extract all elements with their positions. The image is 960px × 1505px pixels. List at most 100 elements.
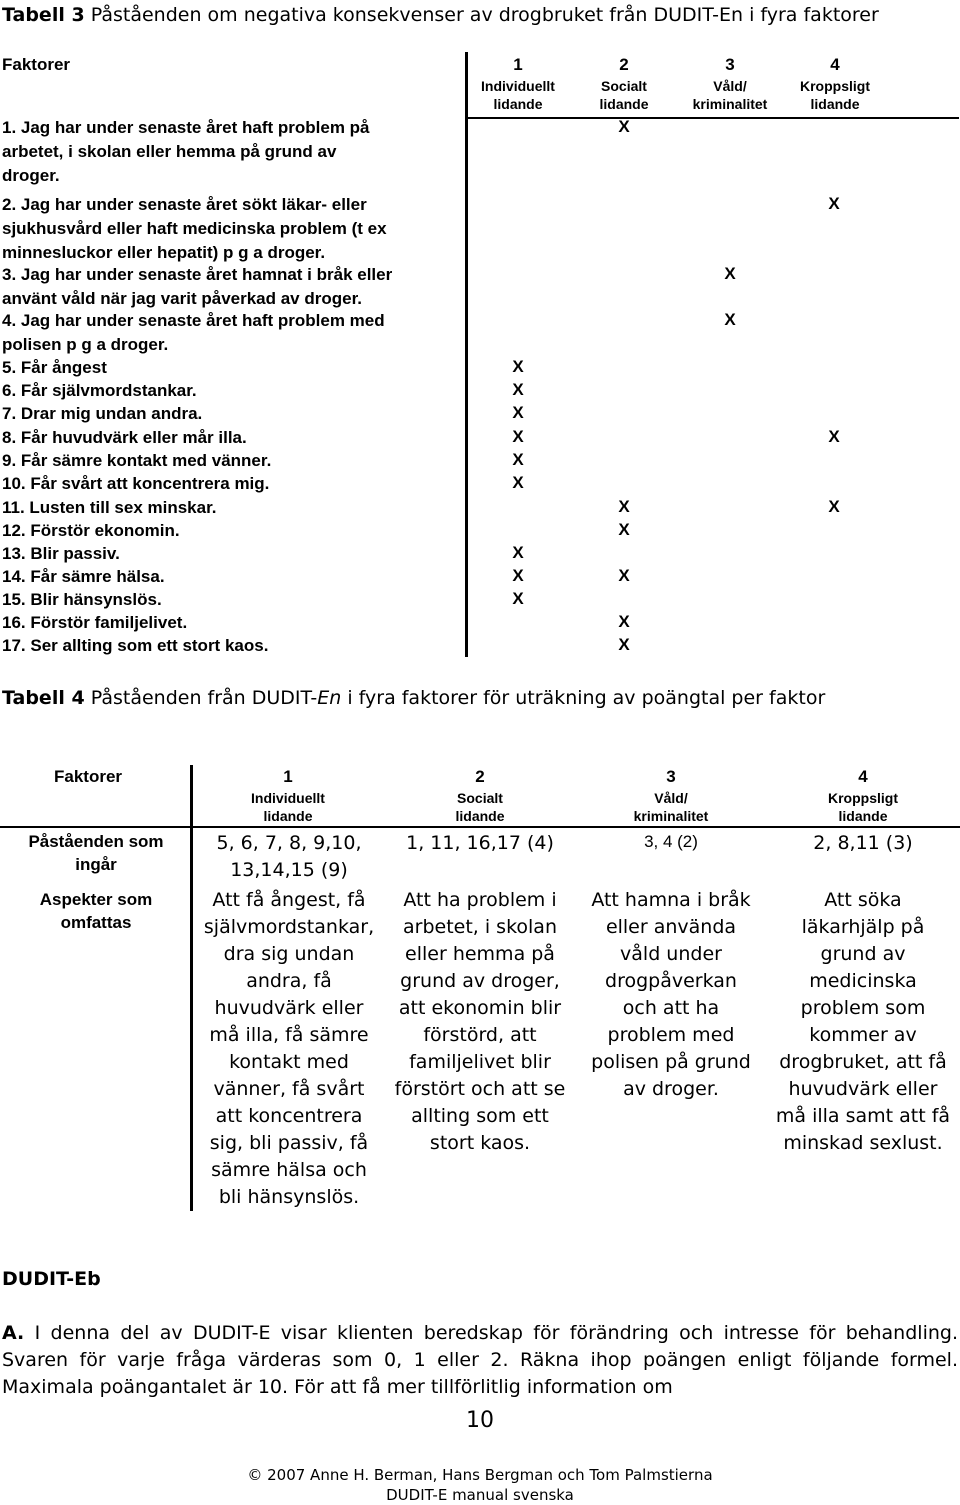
- table4-col1-num: 1: [283, 767, 293, 786]
- table4-row1-col3: 3, 4 (2): [578, 828, 764, 855]
- page-number: 10: [466, 1408, 494, 1433]
- table3-item10: 10. Får svårt att koncentrera mig.: [2, 474, 270, 493]
- table3-item16: 16. Förstör familjelivet.: [2, 613, 188, 632]
- table4-row1-col4-line1: 2, 8,11 (3): [813, 832, 913, 854]
- table4-row1-col1-line2: 13,14,15 (9): [230, 859, 348, 881]
- table3-item15: 15. Blir hänsynslös.: [2, 590, 162, 609]
- table3-col4-num: 4: [830, 55, 840, 74]
- table4-row2-col2-line10: stort kaos.: [429, 1132, 531, 1154]
- table4-row2-label-line1: Aspekter som: [39, 890, 153, 909]
- table3-col3-num: 3: [725, 55, 735, 74]
- footer: © 2007 Anne H. Berman, Hans Bergman och …: [0, 1465, 960, 1505]
- table3-col2-num: 2: [619, 55, 629, 74]
- table3-item4-line1: 4. Jag har under senaste året haft probl…: [2, 311, 385, 330]
- table3-mark-item3-col3: X: [724, 264, 736, 283]
- table3-vertical-rule: [465, 52, 468, 657]
- manual-line: DUDIT-E manual svenska: [386, 1486, 574, 1504]
- table4-row1-col2-line1: 1, 11, 16,17 (4): [406, 832, 554, 854]
- table3-faktorer-header: Faktorer: [2, 55, 71, 74]
- table3-mark-item10-col1: X: [512, 473, 524, 492]
- table3-mark-item1-col2: X: [618, 117, 630, 136]
- table3-col2-sub1: Socialt: [601, 78, 647, 94]
- table4-row2-col3-line6: problem med: [607, 1024, 735, 1046]
- table3-item3-line1: 3. Jag har under senaste året hamnat i b…: [2, 265, 393, 284]
- paragraph-text: I denna del av DUDIT-E visar klienten be…: [2, 1322, 958, 1398]
- table3-header-rule: [465, 117, 959, 119]
- table4-row2-col4-line8: huvudvärk eller: [788, 1078, 938, 1100]
- table4-col3-sub2: kriminalitet: [633, 808, 709, 824]
- table4-row2-col2-line5: att ekonomin blir: [398, 997, 562, 1019]
- table3-mark-item17-col2: X: [618, 635, 630, 654]
- table4-row2-col2-line8: förstört och att se: [394, 1078, 566, 1100]
- table4-row2-col4-line5: problem som: [800, 997, 926, 1019]
- table4-col3-sub1: Våld/: [654, 790, 688, 806]
- table4-row2-label: Aspekter som omfattas: [6, 888, 186, 934]
- table3-mark-item16-col2: X: [618, 612, 630, 631]
- section-heading: DUDIT-Eb: [2, 1268, 101, 1290]
- table3-col1-sub2: lidande: [493, 96, 543, 112]
- table3-item12: 12. Förstör ekonomin.: [2, 521, 180, 540]
- table3-item14: 14. Får sämre hälsa.: [2, 567, 165, 586]
- table3-item2-line1: 2. Jag har under senaste året sökt läkar…: [2, 195, 367, 214]
- table3-col1-num: 1: [513, 55, 523, 74]
- table3-item1-line2: arbetet, i skolan eller hemma på grund a…: [2, 142, 337, 161]
- table4-col4-sub2: lidande: [838, 808, 888, 824]
- table4-row2-col1-line10: sig, bli passiv, få: [209, 1132, 369, 1154]
- table3-mark-item15-col1: X: [512, 589, 524, 608]
- table4-header-rule: [0, 826, 960, 828]
- table3-item8: 8. Får huvudvärk eller mår illa.: [2, 428, 247, 447]
- table4-row2-col1-line3: dra sig undan: [223, 943, 355, 965]
- table4-col1-sub2: lidande: [263, 808, 313, 824]
- table4-row2-col4-line9: må illa samt att få: [775, 1105, 951, 1127]
- table4-row2-col3-line8: av droger.: [623, 1078, 719, 1100]
- table4-row2-col2-line9: allting som ett: [411, 1105, 549, 1127]
- table4-caption-italic: En: [317, 687, 342, 709]
- table4-row2-col4-line3: grund av: [820, 943, 906, 965]
- table3-mark-item13-col1: X: [512, 543, 524, 562]
- table4-row2-col4-line10: minskad sexlust.: [783, 1132, 943, 1154]
- table3-col3-sub2: kriminalitet: [692, 96, 768, 112]
- table4-row1-col3-line1: 3, 4 (2): [644, 832, 698, 851]
- table3-mark-item14-col2: X: [618, 566, 630, 585]
- table3-mark-item2-col4: X: [828, 194, 840, 213]
- table4-col1-sub1: Individuellt: [251, 790, 325, 806]
- table4-row2-col2-line3: eller hemma på: [405, 943, 555, 965]
- table3-col4-sub1: Kroppsligt: [800, 78, 870, 94]
- table3-item3-line2: använt våld när jag varit påverkad av dr…: [2, 289, 362, 308]
- table3-col3-sub1: Våld/: [713, 78, 747, 94]
- table4-row1-label-line2: ingår: [75, 855, 117, 874]
- table4-row2-col2-line1: Att ha problem i: [403, 889, 557, 911]
- table4-caption-pre: Påståenden från DUDIT-: [90, 687, 318, 709]
- table4-row2-col3-line4: drogpåverkan: [605, 970, 737, 992]
- table4-row2-col1-line4: andra, få: [246, 970, 332, 992]
- table4-caption-label: Tabell 4: [2, 687, 85, 709]
- table3-item5: 5. Får ångest: [2, 358, 107, 377]
- table4-row2-col3-line1: Att hamna i bråk: [591, 889, 751, 911]
- table3-mark-item11-col4: X: [828, 497, 840, 516]
- table4-row2-col1-line8: vänner, få svårt: [213, 1078, 365, 1100]
- table4-row1-col2: 1, 11, 16,17 (4): [385, 830, 575, 857]
- table3-item1-line1: 1. Jag har under senaste året haft probl…: [2, 118, 370, 137]
- table3-caption: Tabell 3 Påståenden om negativa konsekve…: [2, 4, 879, 26]
- table4-caption: Tabell 4 Påståenden från DUDIT-En i fyra…: [2, 687, 825, 709]
- table3-caption-label: Tabell 3: [2, 4, 85, 26]
- table4-row1-label: Påståenden som ingår: [6, 830, 186, 876]
- table3-mark-item14-col1: X: [512, 566, 524, 585]
- section-paragraph: A. I denna del av DUDIT-E visar klienten…: [2, 1320, 958, 1401]
- table3-mark-item12-col2: X: [618, 520, 630, 539]
- table4-row2-col4-line7: drogbruket, att få: [779, 1051, 947, 1073]
- table3-item6: 6. Får självmordstankar.: [2, 381, 197, 400]
- table3-mark-item11-col2: X: [618, 497, 630, 516]
- table4-row1-col4: 2, 8,11 (3): [766, 830, 960, 857]
- table4-row2-col3-line5: och att ha: [622, 997, 720, 1019]
- table3-item11: 11. Lusten till sex minskar.: [2, 498, 217, 517]
- table4-row2-col1-line11: sämre hälsa och: [211, 1159, 367, 1181]
- table3-mark-item4-col3: X: [724, 310, 736, 329]
- table4-caption-post: i fyra faktorer för uträkning av poängta…: [341, 687, 826, 709]
- table4-row2-label-line2: omfattas: [60, 913, 132, 932]
- paragraph-label: A.: [2, 1322, 25, 1344]
- table3-item17: 17. Ser allting som ett stort kaos.: [2, 636, 269, 655]
- table3-col1-sub1: Individuellt: [481, 78, 555, 94]
